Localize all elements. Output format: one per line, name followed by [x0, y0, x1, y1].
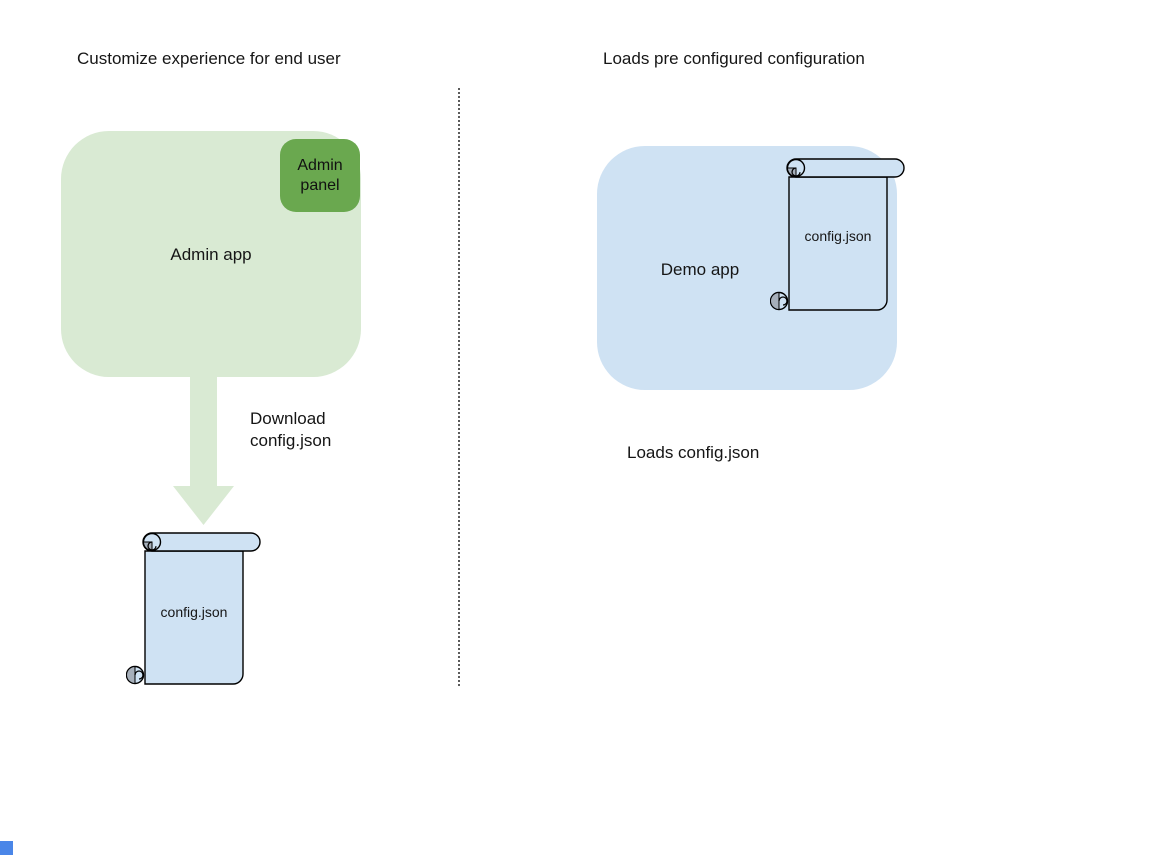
download-config-caption: Download config.json — [250, 409, 332, 450]
config-scroll-icon-right — [769, 154, 906, 312]
left-panel-title: Customize experience for end user — [77, 49, 341, 68]
admin-panel-box: Admin panel — [280, 139, 360, 212]
right-panel-title: Loads pre configured configuration — [603, 49, 865, 68]
config-json-label-left: config.json — [160, 604, 228, 620]
demo-app-label: Demo app — [660, 260, 740, 279]
admin-app-label: Admin app — [170, 245, 252, 264]
config-scroll-icon-left — [125, 528, 262, 686]
loads-config-caption: Loads config.json — [627, 443, 760, 462]
download-arrow-icon — [172, 374, 236, 532]
panel-divider — [458, 88, 460, 686]
config-json-label-right: config.json — [804, 228, 872, 244]
corner-blue-marker — [0, 841, 13, 855]
